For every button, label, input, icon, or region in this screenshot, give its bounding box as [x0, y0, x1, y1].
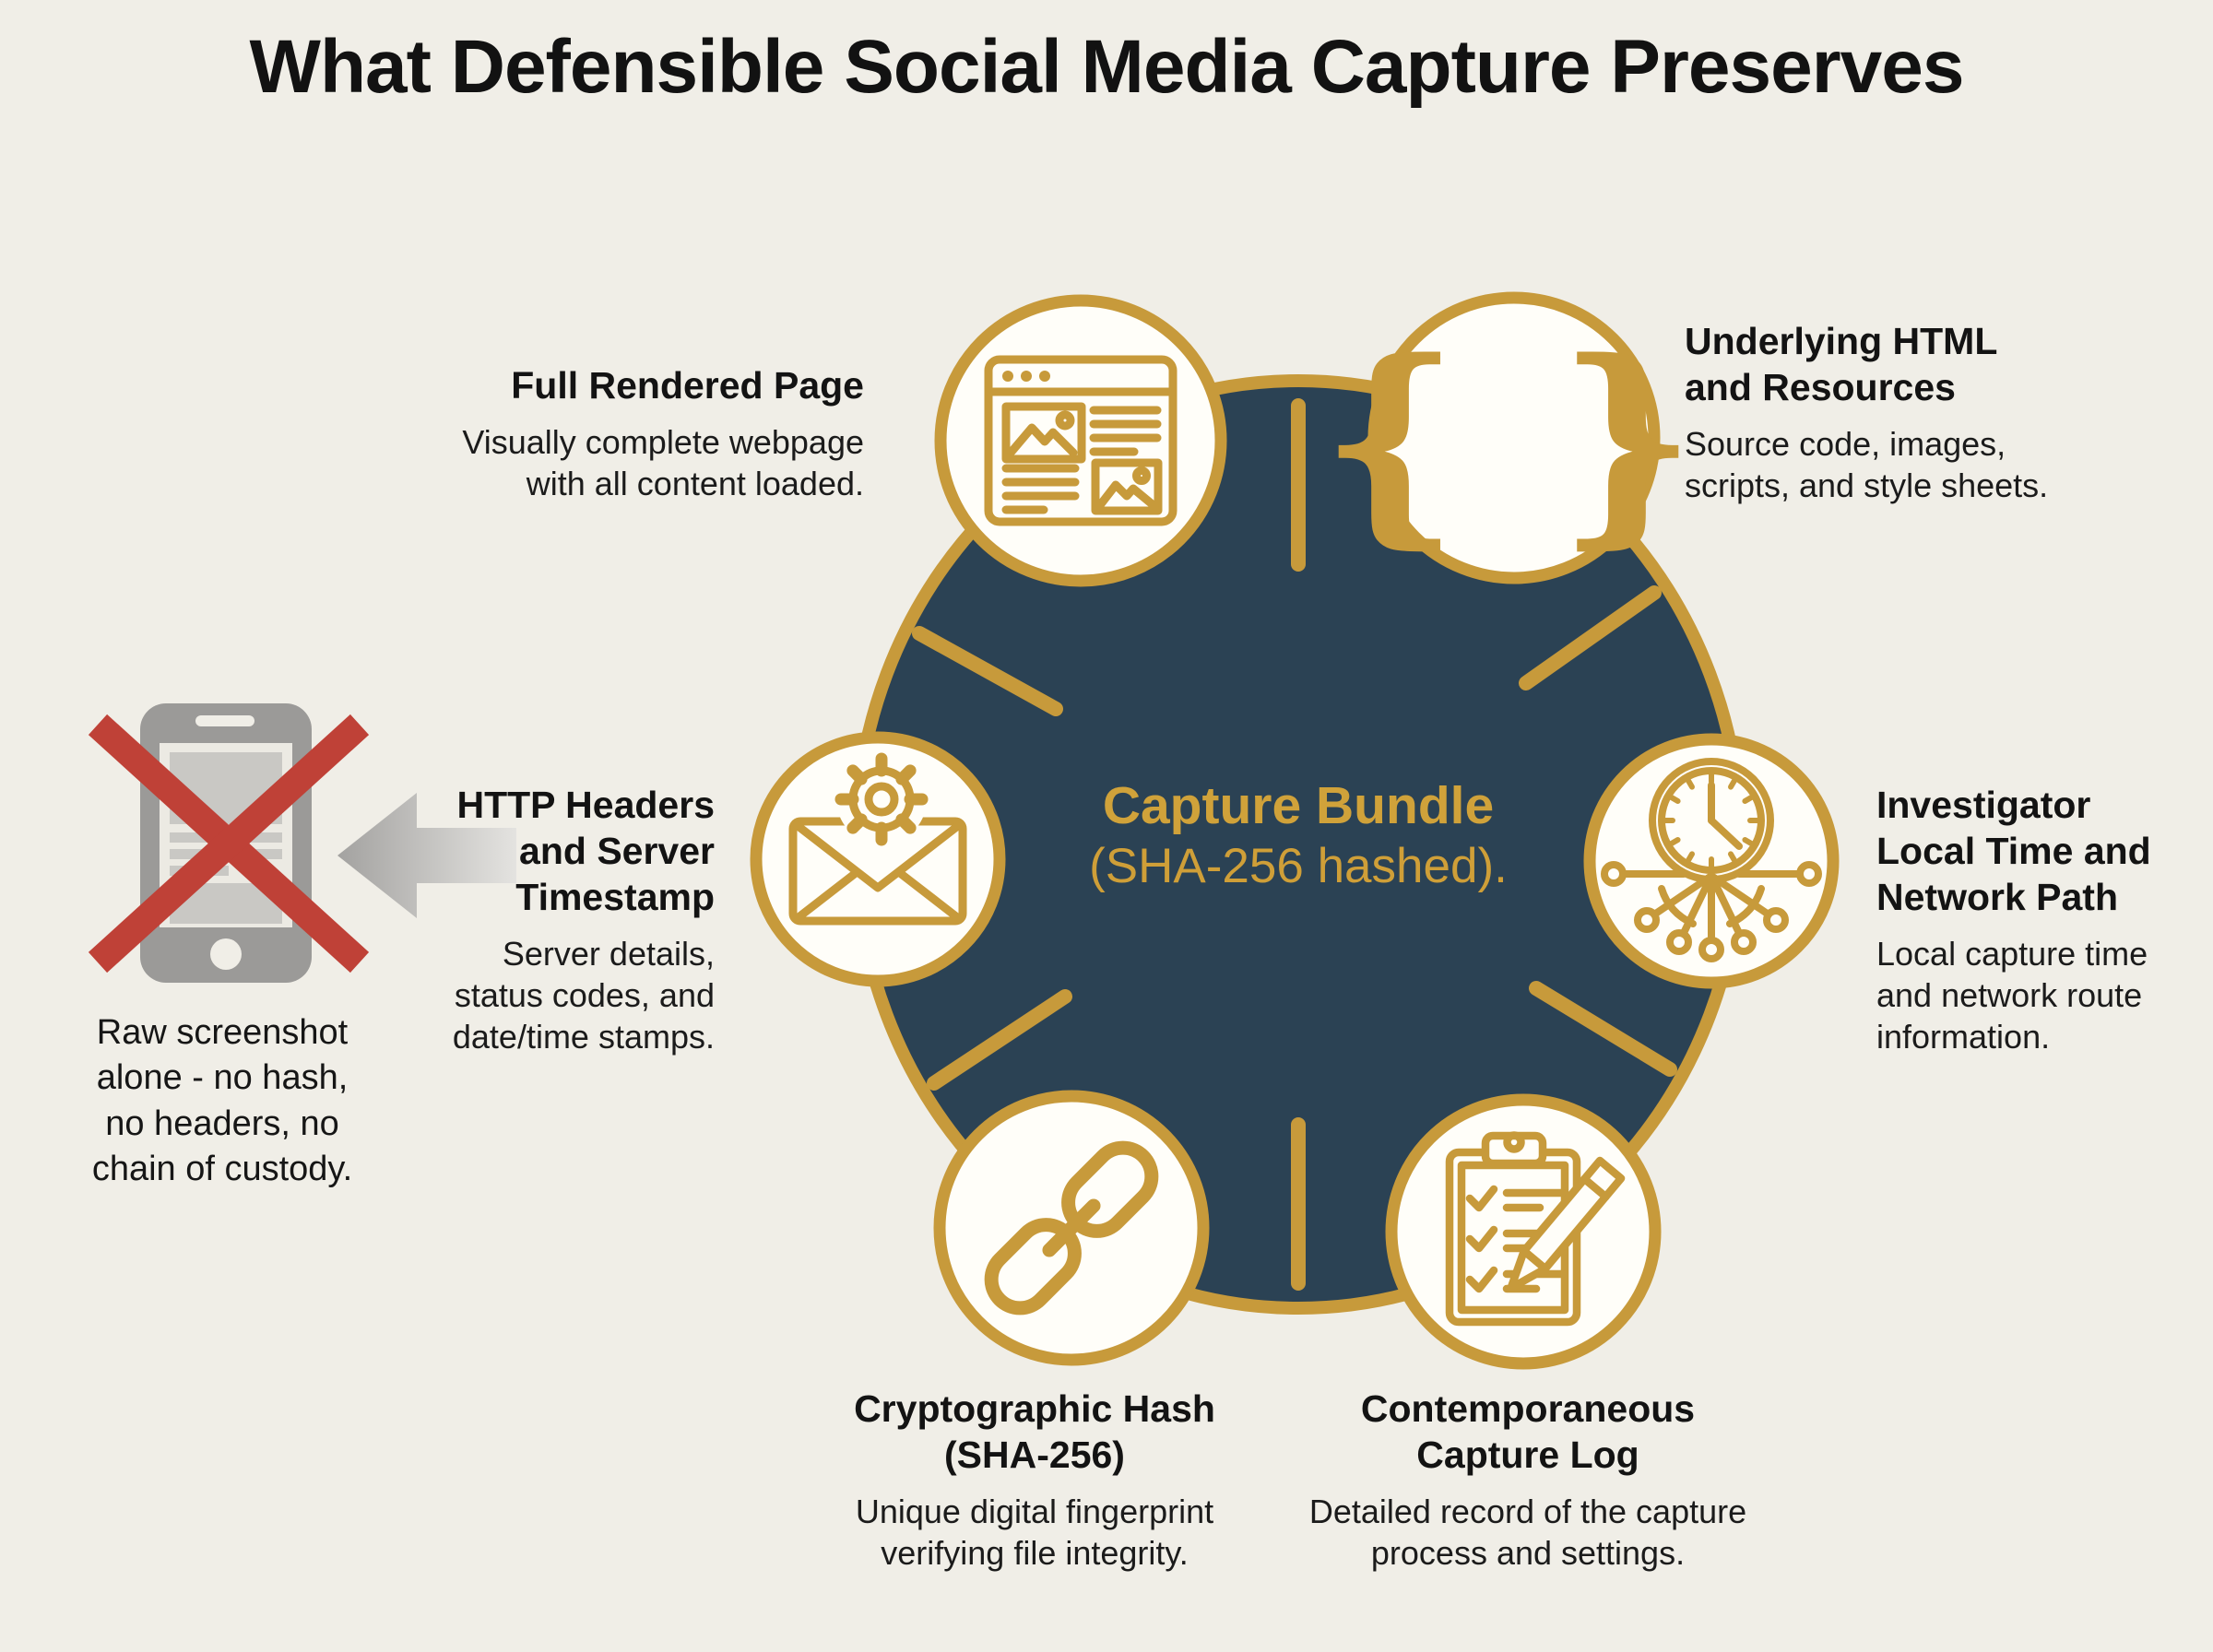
node-description: Detailed record of the capture process a… [1308, 1493, 1747, 1573]
node-description: Source code, images, scripts, and style … [1685, 425, 2049, 505]
label-investigator-time: Investigator Local Time and Network Path… [1876, 782, 2208, 1057]
raw-screenshot-note: Raw screenshot alone - no hash, no heade… [91, 1013, 353, 1189]
node-title: Full Rendered Page [511, 364, 864, 407]
node-title: Investigator Local Time and Network Path [1876, 784, 2151, 919]
browser-page-icon [984, 355, 1178, 526]
code-braces-icon: { } [1320, 313, 1708, 568]
label-cryptographic-hash: Cryptographic Hash (SHA-256) Unique digi… [753, 1386, 1316, 1574]
node-description: Local capture time and network route inf… [1876, 935, 2148, 1056]
chain-link-icon [984, 1140, 1159, 1316]
capture-bundle-subtitle: (SHA-256 hashed). [1089, 838, 1508, 893]
node-description: Unique digital fingerprint verifying fil… [855, 1493, 1214, 1573]
clipboard-checklist-icon [1445, 1131, 1626, 1327]
node-title: Contemporaneous Capture Log [1360, 1387, 1696, 1477]
crossed-phone-icon [88, 703, 370, 983]
red-x-mark [88, 714, 370, 974]
divider-ticks [912, 398, 1677, 1291]
clock-network-icon [1601, 758, 1822, 962]
capture-bundle-label: Capture Bundle (SHA-256 hashed). [976, 776, 1621, 895]
label-http-headers: HTTP Headers and Server Timestamp Server… [267, 782, 715, 1057]
left-arrow [337, 793, 516, 918]
node-circle-underlying-html [1367, 291, 1661, 584]
node-description: Visually complete webpage with all conte… [462, 423, 864, 503]
node-title: Cryptographic Hash (SHA-256) [854, 1387, 1215, 1477]
label-full-rendered-page: Full Rendered Page Visually complete web… [385, 362, 864, 504]
node-title: Underlying HTML and Resources [1685, 320, 1998, 409]
page-title: What Defensible Social Media Capture Pre… [249, 25, 1965, 109]
node-description: Server details, status codes, and date/t… [452, 935, 715, 1056]
envelope-gear-icon [788, 752, 967, 926]
label-underlying-html: Underlying HTML and Resources Source cod… [1685, 318, 2201, 506]
label-capture-log: Contemporaneous Capture Log Detailed rec… [1247, 1386, 1809, 1574]
node-title: HTTP Headers and Server Timestamp [456, 784, 715, 919]
capture-bundle-title: Capture Bundle [1102, 776, 1495, 835]
